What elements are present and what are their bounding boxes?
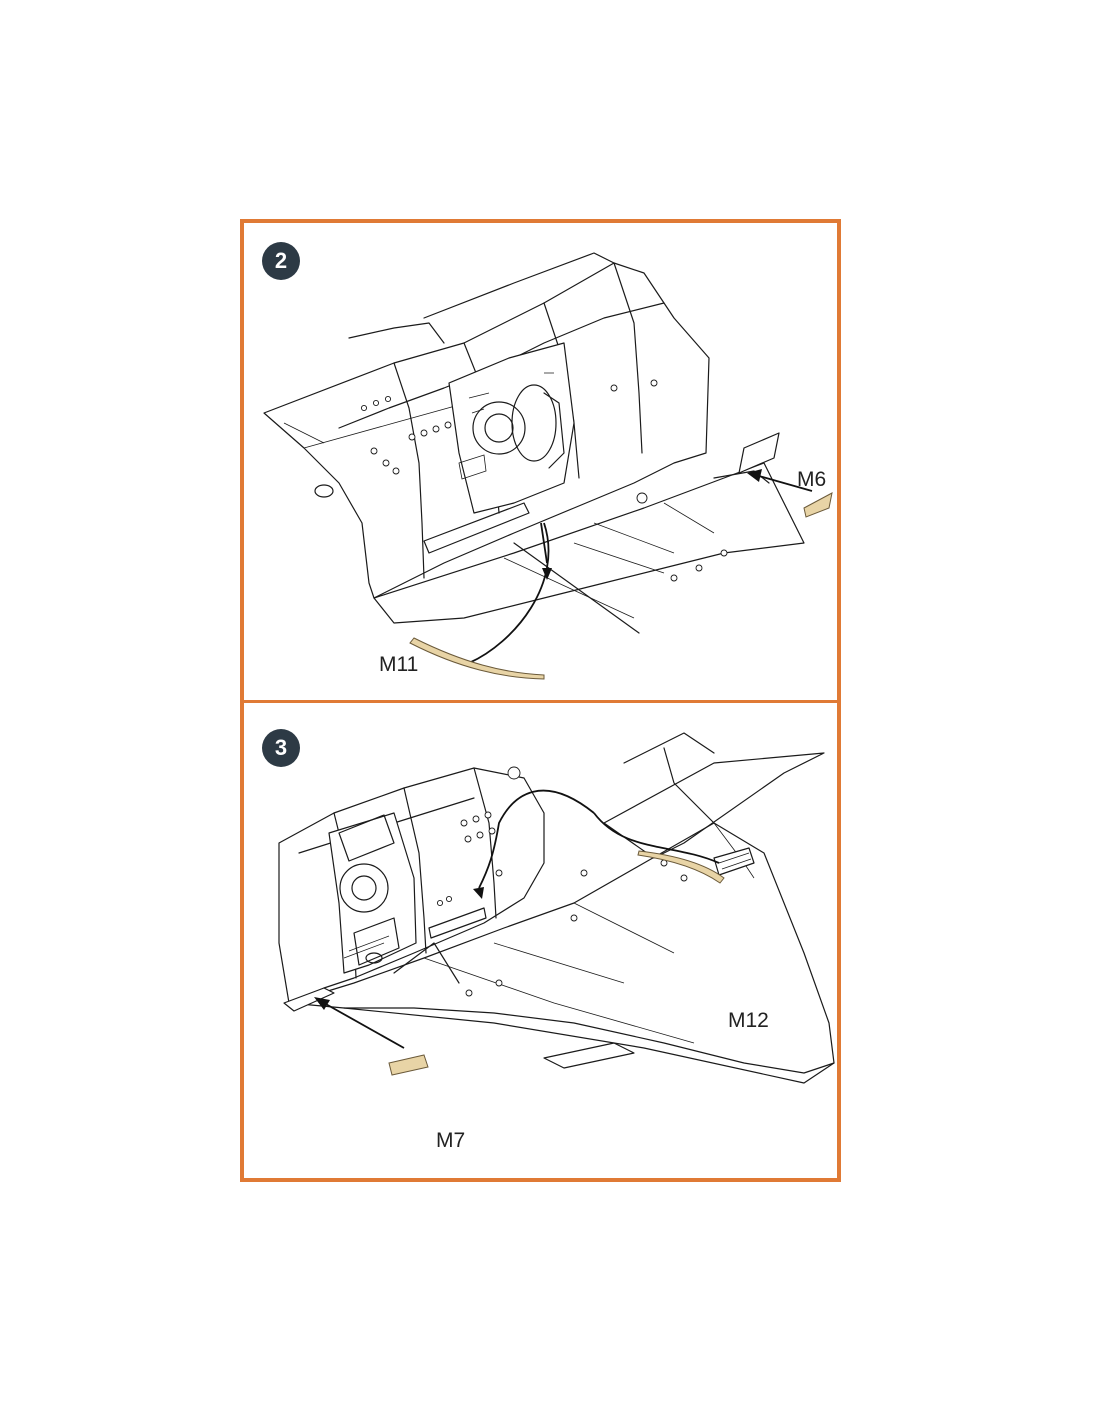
step-number-badge: 2 bbox=[262, 242, 300, 280]
rivet-pattern bbox=[436, 766, 521, 907]
step-2-panel: 2 bbox=[244, 223, 837, 703]
step-number-badge: 3 bbox=[262, 729, 300, 767]
part-m11 bbox=[409, 637, 545, 680]
m11-arrow-head bbox=[542, 568, 552, 580]
part-m7 bbox=[388, 1054, 429, 1076]
fuselage-wing-drawing bbox=[278, 732, 835, 1084]
m12-leader-line bbox=[478, 789, 595, 889]
m6-arrow-head bbox=[747, 469, 762, 482]
m6-arrow bbox=[758, 475, 813, 492]
part-m6 bbox=[803, 492, 833, 518]
callout-m11: M11 bbox=[379, 653, 418, 676]
part-m12 bbox=[637, 850, 725, 884]
step-3-panel: 3 bbox=[244, 703, 837, 1178]
m12-leader-line-2 bbox=[593, 812, 720, 864]
m7-arrow bbox=[323, 1002, 405, 1049]
step-2-drawing: M6 M11 bbox=[263, 252, 833, 680]
instruction-sheet: 2 bbox=[240, 219, 841, 1182]
callout-m7: M7 bbox=[436, 1129, 465, 1152]
step-3-drawing: M12 M7 bbox=[278, 732, 835, 1152]
m11-arrow bbox=[540, 522, 548, 564]
m12-arrow-head bbox=[473, 887, 484, 899]
rivet-pattern bbox=[360, 379, 658, 475]
m11-leader-line bbox=[468, 522, 550, 664]
m7-arrow-head bbox=[314, 997, 330, 1010]
fuselage-drawing bbox=[263, 252, 805, 634]
callout-m12: M12 bbox=[728, 1009, 769, 1032]
callout-m6: M6 bbox=[797, 468, 826, 491]
